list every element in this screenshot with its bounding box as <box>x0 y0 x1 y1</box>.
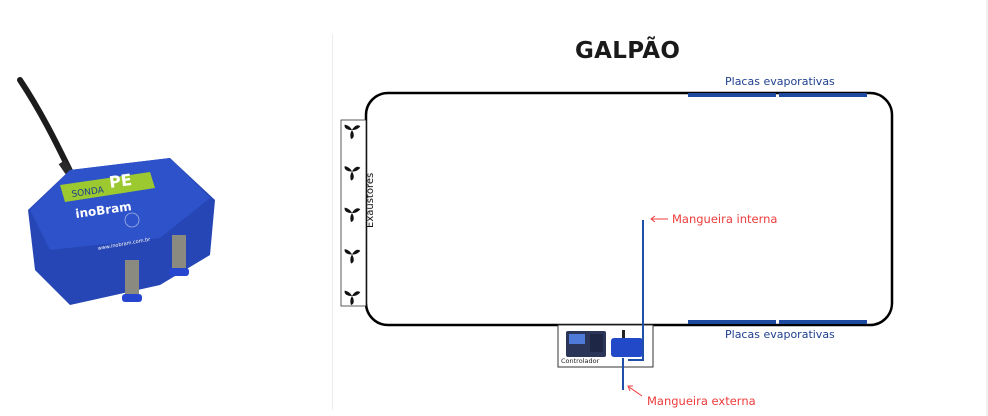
external-hose-arrow <box>628 386 643 397</box>
exhaust-label: Exaustores <box>365 172 376 228</box>
bottom-evaporative-pad-2 <box>779 320 867 324</box>
top-pads-label: Placas evaporativas <box>725 75 835 88</box>
exhaust-fan-icon <box>344 124 361 139</box>
sonda-pe-device-image: SONDA PE inoBram www.inobram.com.br <box>17 77 215 305</box>
device-port-right <box>172 235 186 270</box>
bottom-evaporative-pad-1 <box>688 320 776 324</box>
internal-hose-label: Mangueira interna <box>672 212 778 226</box>
exhaust-fan-box <box>340 119 367 307</box>
controller-label: Controlador <box>561 357 600 365</box>
exhaust-fan-icon <box>344 249 361 264</box>
top-evaporative-pad-2 <box>779 93 867 97</box>
panel-divider <box>332 34 333 410</box>
internal-hose <box>628 220 644 361</box>
svg-text:PE: PE <box>108 170 133 192</box>
reset-button <box>124 212 140 228</box>
external-hose-label: Mangueira externa <box>647 394 756 408</box>
exhaust-fan-icon <box>344 290 361 305</box>
top-evaporative-pad-1 <box>688 93 776 97</box>
device-model-text: SONDA <box>71 185 105 200</box>
barn-wall <box>364 91 894 327</box>
bottom-pads-label: Placas evaporativas <box>725 328 835 341</box>
scroll-edge <box>986 0 988 416</box>
device-port-left <box>125 260 139 295</box>
exhaust-fan-icon <box>344 166 361 181</box>
probe-device <box>611 338 643 357</box>
exhaust-fan-icon <box>344 207 361 222</box>
diagram-title: GALPÃO <box>575 38 681 64</box>
